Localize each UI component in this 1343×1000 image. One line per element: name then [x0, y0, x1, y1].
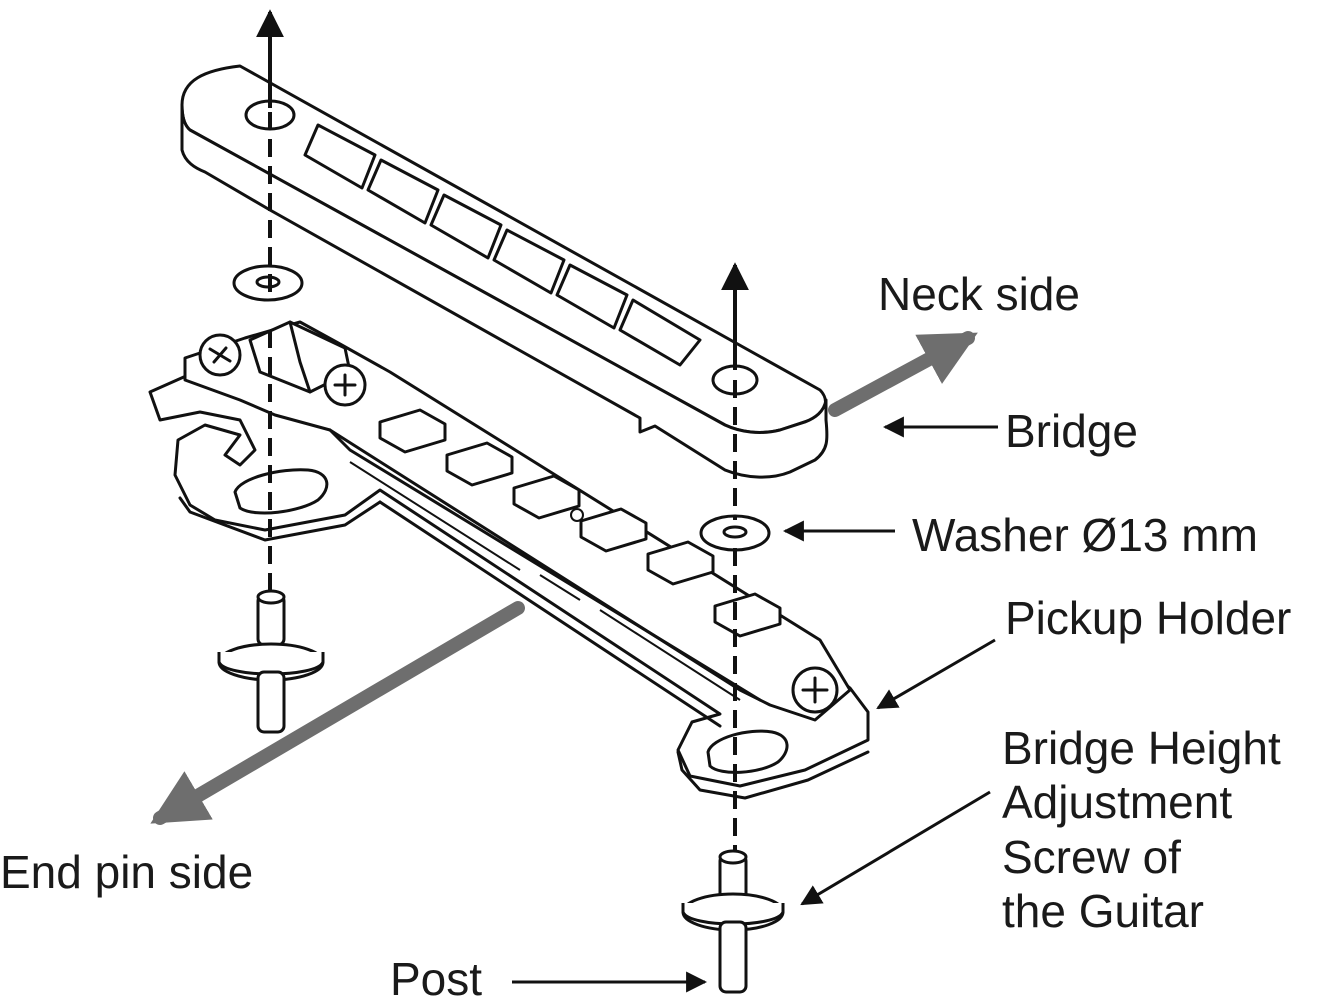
- height-screw-leader: [800, 790, 991, 906]
- bridge: [180, 64, 829, 479]
- label-bridge: Bridge: [1005, 405, 1138, 457]
- label-height-screw-1: Bridge Height: [1002, 722, 1281, 774]
- pickup-holder-leader: [876, 638, 996, 710]
- label-neck-side: Neck side: [878, 268, 1080, 320]
- label-height-screw-3: Screw of: [1002, 831, 1181, 883]
- pickup-holder: [148, 320, 870, 800]
- label-height-screw-2: Adjustment: [1002, 776, 1232, 828]
- label-end-pin-side: End pin side: [0, 846, 253, 898]
- bridge-front-face: [180, 103, 829, 479]
- washer-right: [699, 514, 771, 552]
- label-height-screw-4: the Guitar: [1002, 885, 1204, 937]
- saddle-slots: [303, 123, 702, 367]
- pickup-holder-slot-left: [233, 468, 329, 515]
- label-washer: Washer Ø13 mm: [912, 509, 1258, 561]
- label-pickup-holder: Pickup Holder: [1005, 592, 1291, 644]
- post-left: [217, 589, 325, 734]
- pickup-holder-rail: [183, 320, 852, 722]
- screw-icon: [791, 666, 839, 714]
- post-right: [681, 849, 785, 994]
- pickup-pads: [378, 408, 782, 638]
- pickup-holder-slot-right: [706, 729, 789, 774]
- end-pin-side-arrow: [150, 601, 525, 825]
- label-post: Post: [390, 953, 482, 1000]
- screw-icon: [198, 333, 242, 377]
- screw-icon: [323, 363, 367, 407]
- neck-side-arrow: [828, 331, 978, 417]
